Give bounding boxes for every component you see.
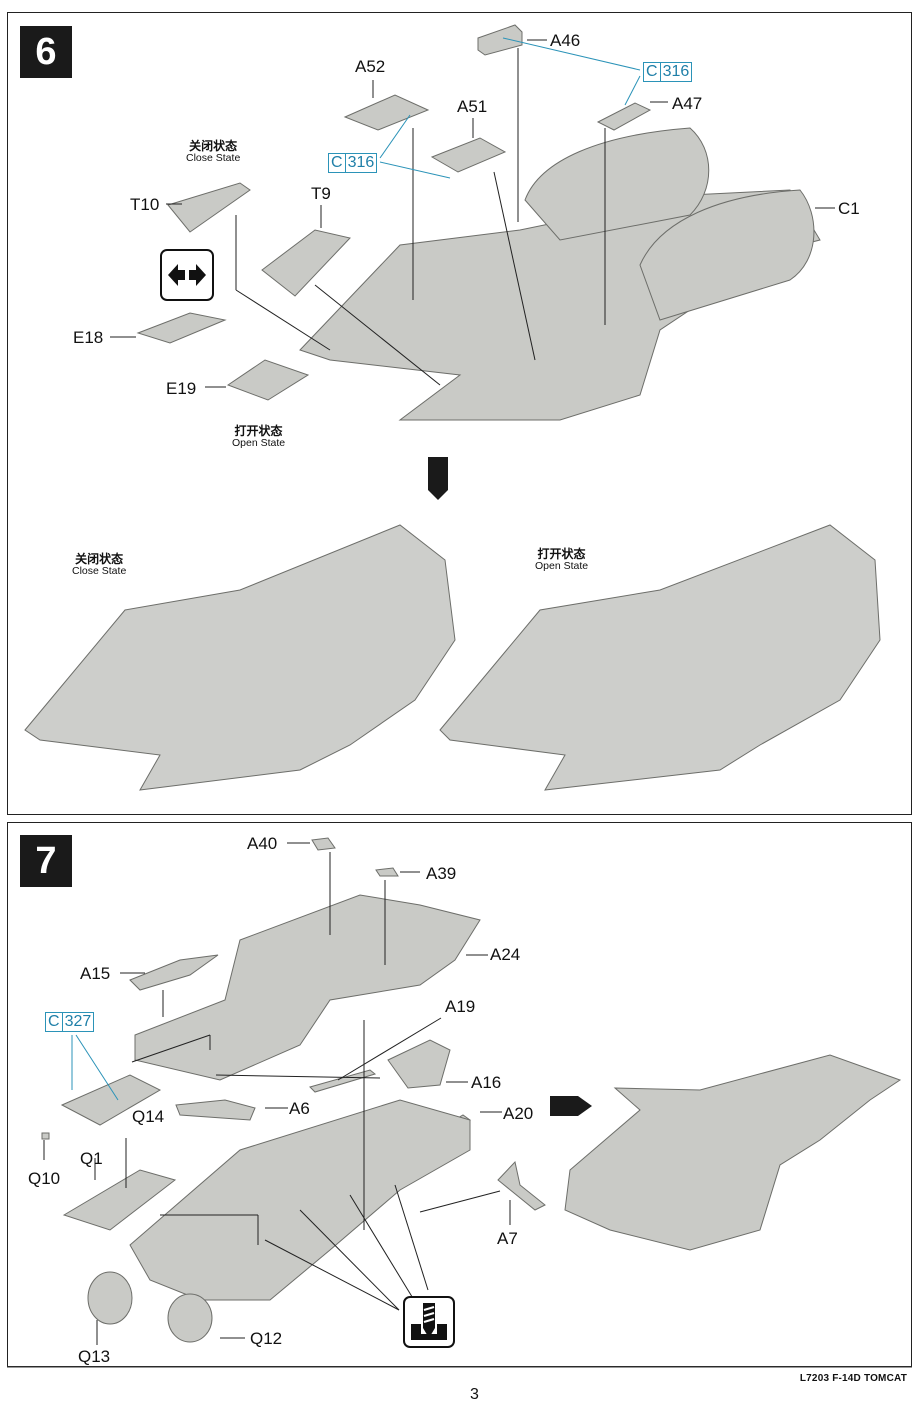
step-6-number: 6 xyxy=(20,26,72,78)
part-q10-shape xyxy=(41,1132,50,1140)
paint-ref-c316-a: C 316 xyxy=(328,153,378,173)
part-a15-shape xyxy=(129,954,219,991)
paint-ref-c316-b: C 316 xyxy=(643,62,693,82)
part-a39-shape xyxy=(375,867,399,877)
part-label-c1: C1 xyxy=(838,199,860,218)
part-label-q10: Q10 xyxy=(28,1169,61,1188)
part-label-a24: A24 xyxy=(490,945,521,964)
part-label-a20: A20 xyxy=(503,1104,534,1123)
part-label-a16: A16 xyxy=(471,1073,502,1092)
open-state-caption: 打开状态 Open State xyxy=(232,424,286,449)
part-q13-shape xyxy=(87,1271,133,1325)
drill-hole-icon xyxy=(403,1296,455,1348)
result-close-body xyxy=(24,524,456,791)
part-a7-shape xyxy=(497,1160,546,1211)
part-label-a39: A39 xyxy=(426,864,457,883)
paint-ref-c327: C 327 xyxy=(45,1012,95,1032)
part-q12-shape xyxy=(167,1293,213,1343)
part-q14-shape xyxy=(60,1074,162,1126)
lower-fuselage-shape xyxy=(129,1099,471,1301)
paint-ref-letter: C xyxy=(48,1013,60,1030)
close-state-caption: 关闭状态 Close State xyxy=(186,139,241,164)
part-label-a46: A46 xyxy=(550,31,581,50)
result-open-state-caption: 打开状态 Open State xyxy=(535,547,589,572)
part-a16-shape xyxy=(387,1039,451,1089)
part-q1-shape xyxy=(62,1169,177,1231)
drill-bit-icon xyxy=(411,1303,447,1340)
part-e19-shape xyxy=(226,359,310,401)
part-label-q1: Q1 xyxy=(80,1149,103,1168)
part-a52-shape xyxy=(343,94,430,131)
part-label-a52: A52 xyxy=(355,57,386,76)
engine-nacelle-6a xyxy=(524,127,710,241)
part-a40-shape xyxy=(311,837,336,851)
part-label-a15: A15 xyxy=(80,964,111,983)
part-t10-shape xyxy=(167,182,251,233)
part-label-e18: E18 xyxy=(73,328,104,347)
part-label-a7: A7 xyxy=(497,1229,518,1248)
result-close-state-caption: 关闭状态 Close State xyxy=(72,552,127,577)
page-number: 3 xyxy=(470,1386,479,1403)
step-6-panel xyxy=(7,12,912,815)
part-label-a19: A19 xyxy=(445,997,476,1016)
paint-ref-code: 327 xyxy=(61,1013,94,1031)
part-t9-shape xyxy=(261,229,351,297)
part-a51-shape xyxy=(430,137,507,173)
engine-nacelle-6b xyxy=(639,189,815,321)
part-label-q13: Q13 xyxy=(78,1347,111,1366)
part-label-e19: E19 xyxy=(166,379,197,398)
paint-ref-code: 316 xyxy=(659,63,692,81)
part-a19-strip xyxy=(309,1069,377,1093)
part-a24-upper-fuselage xyxy=(134,894,481,1081)
part-label-a6: A6 xyxy=(289,1099,310,1118)
step-7-number: 7 xyxy=(20,835,72,887)
part-a46-shape xyxy=(477,24,523,56)
part-a6-shape xyxy=(175,1099,256,1121)
part-label-t10: T10 xyxy=(130,195,160,214)
paint-ref-letter: C xyxy=(646,63,658,80)
part-label-q12: Q12 xyxy=(250,1329,283,1348)
part-label-q14: Q14 xyxy=(132,1107,165,1126)
part-label-a47: A47 xyxy=(672,94,703,113)
result-assembly-7 xyxy=(564,1054,902,1251)
part-a47-shape xyxy=(596,102,652,131)
footer-kit-title: L7203 F-14D TOMCAT xyxy=(799,1373,907,1384)
next-arrow-right-icon xyxy=(550,1096,592,1116)
part-e18-shape xyxy=(136,312,227,344)
next-arrow-down-icon xyxy=(428,457,448,500)
part-label-a40: A40 xyxy=(247,834,278,853)
paint-ref-code: 316 xyxy=(344,154,377,172)
result-open-body xyxy=(439,524,881,791)
part-label-t9: T9 xyxy=(311,184,331,203)
part-label-a51: A51 xyxy=(457,97,488,116)
double-arrow-icon xyxy=(168,264,206,286)
paint-ref-letter: C xyxy=(331,154,343,171)
choose-option-icon xyxy=(160,249,214,301)
